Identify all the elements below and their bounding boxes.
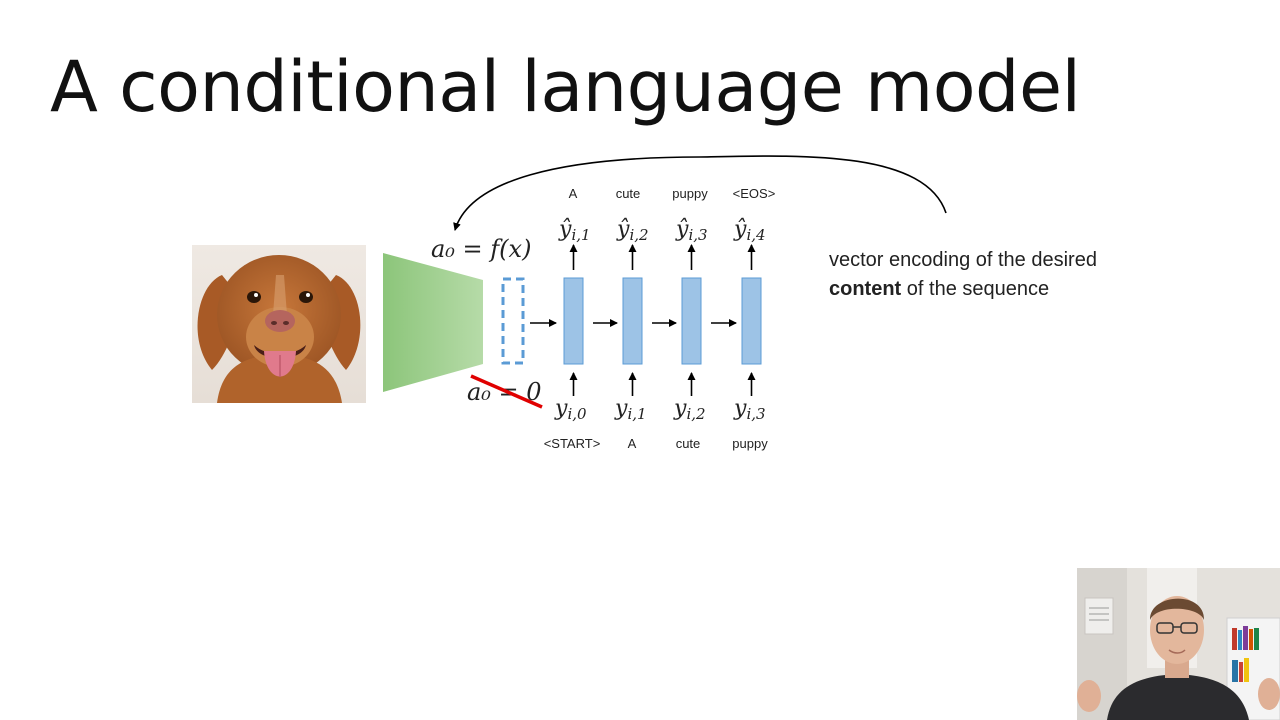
- content-callout: vector encoding of the desired content o…: [829, 246, 1097, 304]
- top-token-1: A: [569, 186, 578, 201]
- top-token-3: puppy: [672, 186, 708, 201]
- top-token-4: <EOS>: [733, 186, 776, 201]
- callout-line-2-rest: of the sequence: [901, 278, 1050, 300]
- encoder-trapezoid: [383, 253, 483, 392]
- output-label-4: ŷi,4: [733, 217, 766, 244]
- rnn-cell-4: [741, 277, 762, 365]
- callout-bold-word: content: [829, 278, 902, 300]
- strike-line: [470, 374, 543, 409]
- rnn-cell-3: [681, 277, 702, 365]
- feedback-curve-arrow: [453, 155, 947, 231]
- bottom-token-4: puppy: [732, 436, 768, 451]
- bottom-token-1: <START>: [544, 436, 601, 451]
- top-token-2: cute: [616, 186, 641, 201]
- slide-title: A conditional language model: [50, 46, 1081, 128]
- input-label-4: yi,3: [733, 396, 766, 423]
- input-label-1: yi,0: [554, 396, 587, 423]
- callout-line-1: vector encoding of the desired: [829, 249, 1097, 271]
- init-equation: a₀ = f(x): [431, 235, 531, 263]
- callout-line-2: content of the sequence: [829, 275, 1097, 304]
- bottom-token-2: A: [628, 436, 637, 451]
- output-label-1: ŷi,1: [558, 217, 591, 244]
- initial-state-box: [501, 277, 525, 365]
- rnn-cell-1: [563, 277, 584, 365]
- output-label-3: ŷi,3: [675, 217, 708, 244]
- input-label-3: yi,2: [673, 396, 706, 423]
- input-label-2: yi,1: [614, 396, 647, 423]
- dog-photo: [192, 245, 366, 403]
- presenter-webcam: [1077, 568, 1280, 720]
- output-label-2: ŷi,2: [616, 217, 649, 244]
- bottom-token-3: cute: [676, 436, 701, 451]
- rnn-cell-2: [622, 277, 643, 365]
